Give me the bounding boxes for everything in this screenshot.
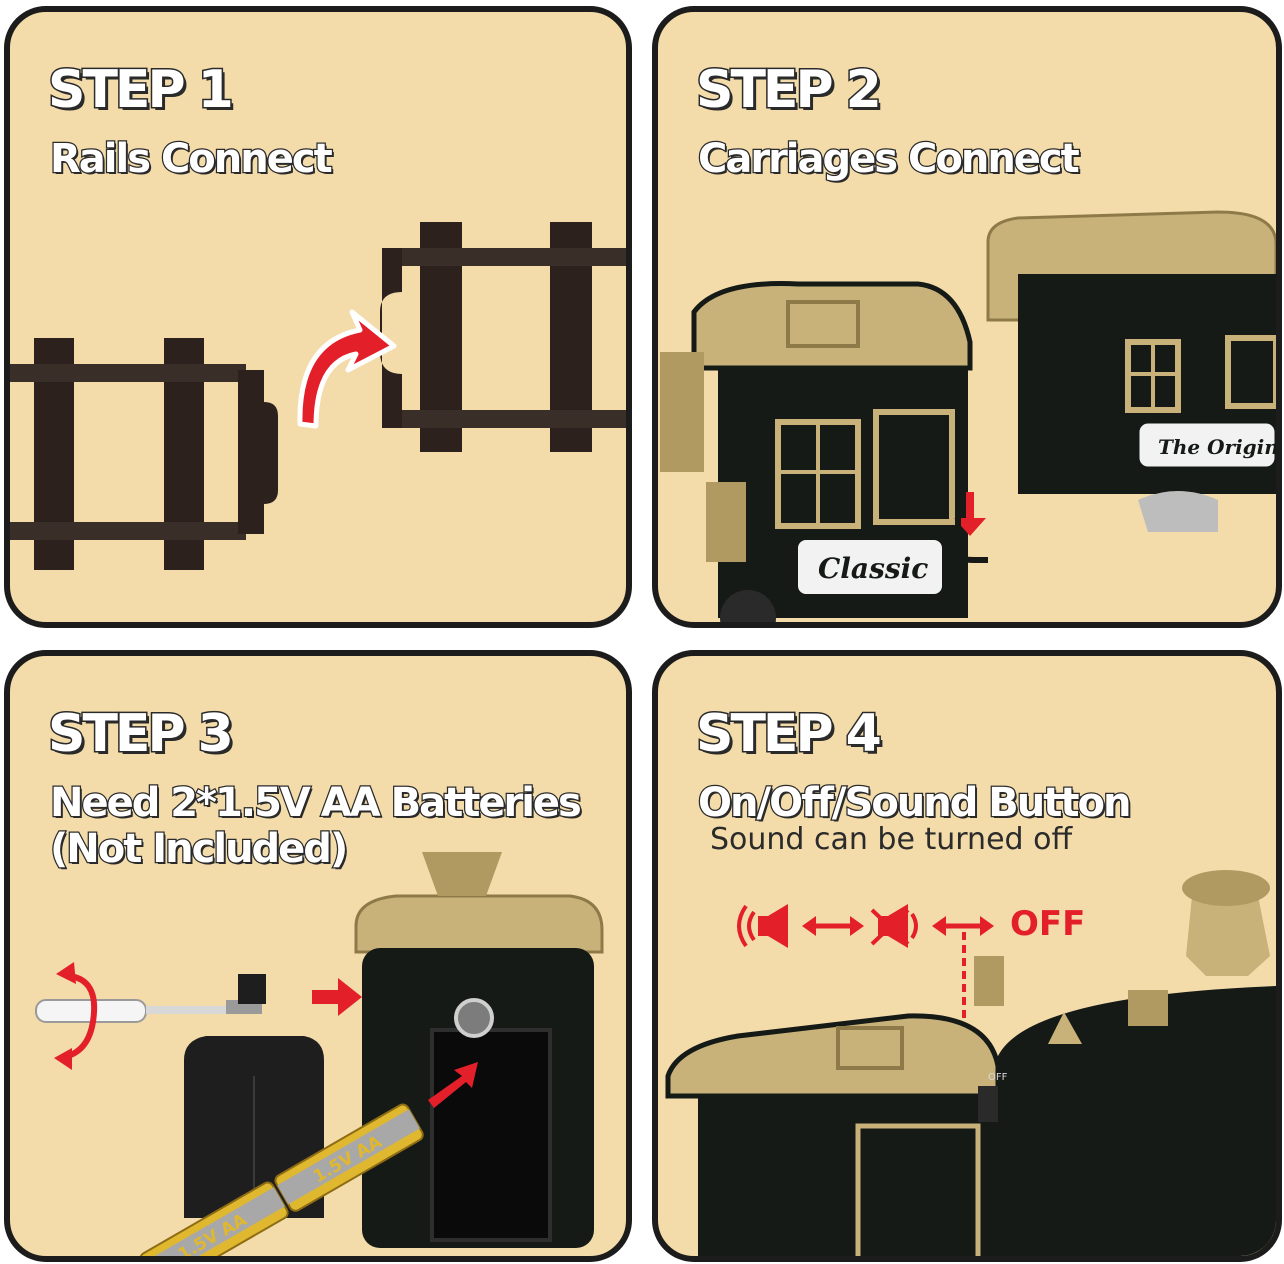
step-3-panel: 1.5V AA 1.5V AA STEP 3 Need 2*1.5V AA Ba… xyxy=(4,650,632,1262)
step-4-subtitle: On/Off/Sound Button xyxy=(697,779,1133,828)
locomotive xyxy=(665,870,1276,1256)
step-3-subtitle-line-2: (Not Included) xyxy=(49,825,350,874)
locomotive-plate: Classic xyxy=(818,552,928,585)
locomotive-rear xyxy=(354,852,604,1248)
right-rail-piece xyxy=(380,222,626,452)
insert-arrow-icon xyxy=(312,978,478,1108)
aa-battery-icon: 1.5V AA 1.5V AA xyxy=(139,1103,424,1256)
step-4-title: STEP 4 xyxy=(695,703,884,766)
step-3-title: STEP 3 xyxy=(47,703,236,766)
step-1-subtitle: Rails Connect xyxy=(49,135,334,184)
step-1-title: STEP 1 xyxy=(47,59,236,122)
connect-arrow-icon xyxy=(297,309,397,429)
screwdriver-icon xyxy=(35,999,226,1023)
double-arrow-icon xyxy=(932,916,994,936)
step-3-subtitle: Need 2*1.5V AA Batteries (Not Included) xyxy=(49,779,583,874)
switch-off-marking: OFF xyxy=(988,1072,1008,1083)
double-arrow-icon xyxy=(802,916,864,936)
sound-on-icon xyxy=(737,904,788,948)
step-3-subtitle-line-1: Need 2*1.5V AA Batteries xyxy=(49,779,583,828)
rotate-arrow-icon xyxy=(54,962,98,1070)
carriage-plate: The Origin xyxy=(1158,435,1276,459)
left-rail-piece xyxy=(10,338,278,570)
sound-mute-icon xyxy=(870,904,918,948)
coupler-arrow-icon xyxy=(954,492,986,536)
step-1-panel: STEP 1 Rails Connect xyxy=(4,6,632,628)
carriages-illustration: The Origin Classic xyxy=(660,210,1276,622)
battery-illustration: 1.5V AA 1.5V AA xyxy=(35,852,604,1256)
step-2-title: STEP 2 xyxy=(695,59,884,122)
carriage: The Origin xyxy=(986,210,1276,532)
step-4-panel: STEP 4 On/Off/Sound Button Sound can be … xyxy=(652,650,1282,1262)
locomotive: Classic xyxy=(660,281,973,622)
rails-illustration xyxy=(10,222,626,570)
step-4-note: Sound can be turned off xyxy=(710,822,1073,857)
switch-illustration xyxy=(665,870,1276,1256)
screw-icon xyxy=(226,974,266,1014)
step-2-subtitle: Carriages Connect xyxy=(697,135,1081,184)
step-2-panel: The Origin Classic STEP 2 Carriages Conn… xyxy=(652,6,1282,628)
off-label: OFF xyxy=(1010,904,1086,944)
